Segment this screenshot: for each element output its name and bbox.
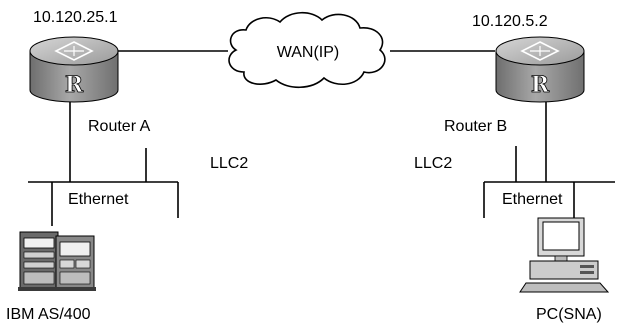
router-a: R — [29, 36, 119, 103]
router-a-ip: 10.120.25.1 — [33, 9, 118, 26]
router-a-name: Router A — [88, 118, 151, 135]
wan-cloud: WAN(IP) — [228, 11, 386, 89]
router-b-badge: R — [531, 72, 550, 98]
llc2-right-label: LLC2 — [414, 155, 452, 172]
router-b: R — [495, 36, 585, 103]
pc-icon — [519, 217, 610, 293]
router-b-ip: 10.120.5.2 — [472, 13, 548, 30]
llc2-left-label: LLC2 — [210, 155, 248, 172]
router-arrows-icon — [520, 41, 560, 61]
router-arrows-icon — [54, 41, 94, 61]
wan-label: WAN(IP) — [277, 44, 340, 61]
router-b-name: Router B — [444, 118, 507, 135]
router-a-badge: R — [65, 72, 84, 98]
ethernet-left-label: Ethernet — [68, 191, 129, 208]
ethernet-right-label: Ethernet — [502, 191, 563, 208]
ibm-as400-icon — [18, 231, 96, 291]
pc-sna-label: PC(SNA) — [536, 306, 602, 323]
ibm-as400-label: IBM AS/400 — [6, 306, 91, 323]
